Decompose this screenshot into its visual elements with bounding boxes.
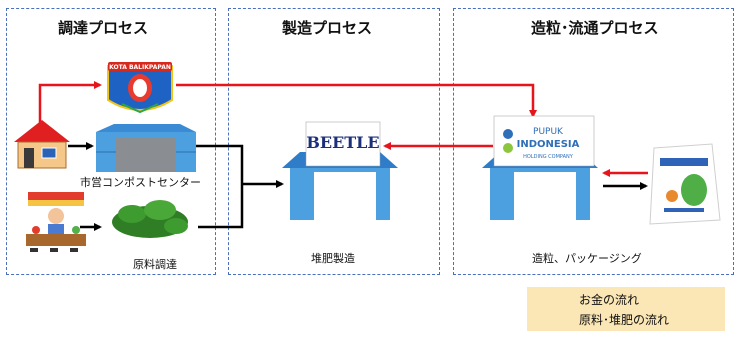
legend-material-label: 原料･堆肥の流れ (579, 312, 670, 327)
procurement-title: 調達プロセス (58, 19, 149, 37)
money-arrow-city-to-pupuk (176, 83, 537, 118)
material-arrow-center-to-beetle (196, 144, 282, 229)
house-icon (14, 120, 70, 169)
svg-text:INDONESIA: INDONESIA (517, 139, 580, 150)
money-arrow-house-to-city (38, 81, 102, 125)
manufacturing-section (228, 8, 440, 275)
distribution-section (453, 8, 734, 275)
compost-center-label: 市営コンポストセンター (80, 176, 201, 189)
manufacturing-title: 製造プロセス (282, 19, 373, 37)
legend-box: お金の流れ 原料･堆肥の流れ (527, 287, 725, 331)
beetle-factory-icon: BEETLE (282, 121, 398, 220)
svg-text:PUPUK: PUPUK (533, 127, 564, 137)
legend-material-row: 原料･堆肥の流れ (573, 309, 669, 329)
legend-money-row: お金の流れ (573, 289, 639, 309)
market-stall-icon (26, 192, 86, 252)
city-crest-logo: KOTA BALIKPAPAN (107, 62, 173, 114)
legend-money-label: お金の流れ (579, 292, 640, 307)
svg-text:KOTA BALIKPAPAN: KOTA BALIKPAPAN (109, 64, 171, 71)
fertilizer-bag-icon (649, 143, 721, 225)
raw-material-label: 原料調達 (133, 258, 177, 271)
pupuk-factory-icon: PUPUK INDONESIA HOLDING COMPANY (482, 115, 598, 220)
distribution-title: 造粒･流通プロセス (531, 19, 659, 37)
compost-center-building-icon (96, 124, 196, 172)
procurement-section (6, 8, 216, 275)
svg-text:HOLDING COMPANY: HOLDING COMPANY (523, 154, 574, 160)
compost-making-label: 堆肥製造 (311, 252, 355, 265)
granulation-label: 造粒、パッケージング (532, 252, 642, 265)
svg-text:BEETLE: BEETLE (306, 133, 379, 152)
herbs-icon (112, 200, 188, 238)
